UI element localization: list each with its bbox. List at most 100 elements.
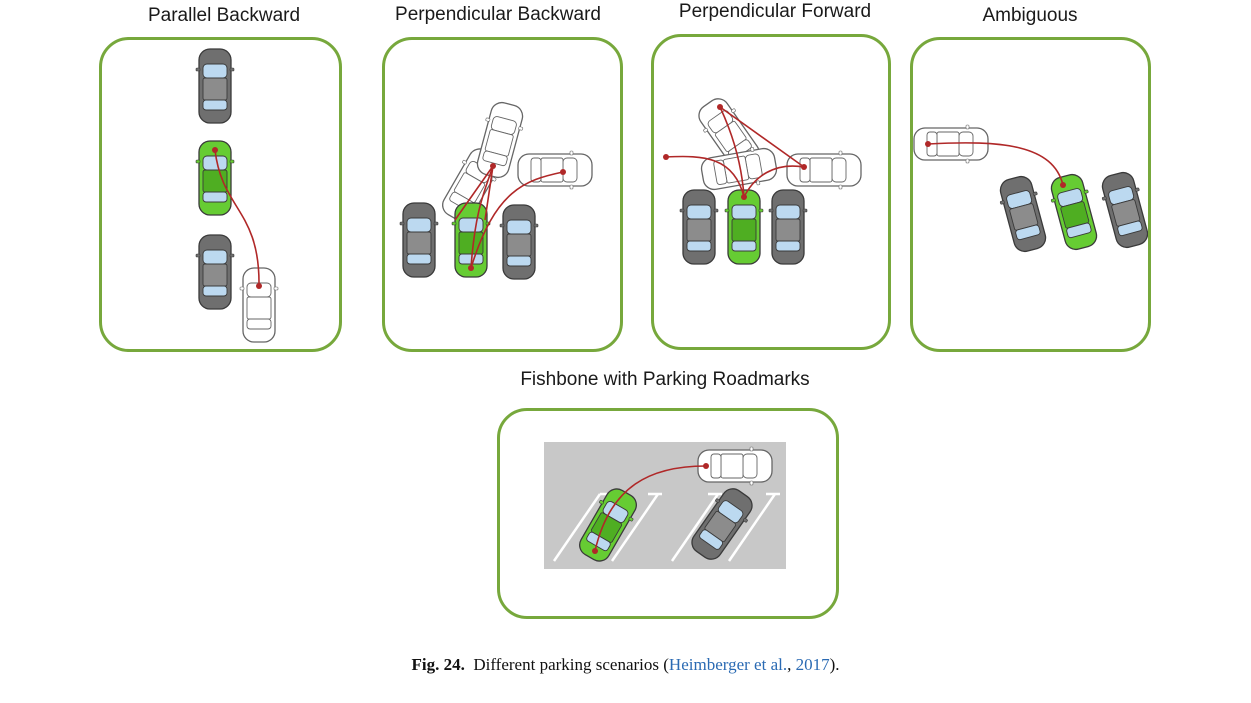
- car-mirror: [1032, 191, 1038, 196]
- trajectory-end: [1060, 182, 1066, 188]
- trajectory-end: [468, 265, 474, 271]
- car-mirror: [485, 117, 491, 122]
- car-mirror: [724, 208, 730, 213]
- panel-fishbone: [497, 408, 839, 619]
- car-windshield: [506, 219, 532, 235]
- car-mirror: [195, 253, 201, 258]
- car-mirror: [1101, 196, 1107, 201]
- car-mirror: [679, 208, 685, 213]
- car-roof: [406, 231, 432, 255]
- panel-perpendicular-backward: [382, 37, 623, 352]
- car-windshield: [202, 155, 228, 171]
- car-mirror: [533, 223, 539, 228]
- car-rear-window: [731, 240, 757, 252]
- scene-ambiguous: [913, 124, 1148, 253]
- car-mirror: [518, 126, 524, 131]
- car-roof: [202, 263, 228, 287]
- car-mirror: [715, 498, 720, 504]
- parked-car: [195, 48, 235, 124]
- car-mirror: [838, 184, 843, 190]
- panel-perpendicular-forward: [651, 34, 891, 350]
- car-roof: [540, 157, 564, 183]
- car-roof: [506, 233, 532, 257]
- car-mirror: [195, 67, 201, 72]
- car-windshield: [775, 204, 801, 220]
- trajectory-point: [703, 463, 709, 469]
- scene-parallel-backward: [195, 48, 279, 343]
- car-mirror: [1134, 187, 1140, 192]
- trajectory-start: [256, 283, 262, 289]
- trajectory-end: [741, 194, 747, 200]
- citation-year-link[interactable]: 2017: [795, 655, 830, 674]
- car-mirror: [965, 158, 970, 164]
- trajectory: [719, 106, 745, 198]
- scene-perpendicular-forward: [663, 98, 862, 265]
- parking-roadmarks: [552, 492, 780, 562]
- panel-title-fishbone: Fishbone with Parking Roadmarks: [520, 369, 810, 390]
- car-roof: [809, 157, 833, 183]
- car-mirror: [750, 147, 755, 152]
- car-rear-window: [775, 240, 801, 252]
- parked-car: [1101, 171, 1148, 249]
- car-mirror: [749, 480, 754, 486]
- panel-title-ambiguous: Ambiguous: [982, 5, 1078, 26]
- trajectory: [594, 465, 707, 552]
- car-windshield: [202, 249, 228, 265]
- trajectory-point: [490, 163, 496, 169]
- car-rear-window: [799, 157, 811, 183]
- trajectory: [214, 149, 260, 287]
- trajectory-point: [717, 104, 723, 110]
- car-mirror: [499, 223, 505, 228]
- ego-car: [1050, 173, 1098, 251]
- ghost-car: [517, 150, 593, 190]
- scene-perpendicular-backward: [399, 101, 593, 280]
- car-mirror: [462, 159, 467, 165]
- trajectory-point: [560, 169, 566, 175]
- car-mirror: [999, 200, 1005, 205]
- car-mirror: [229, 67, 235, 72]
- caption-sep: ,: [787, 655, 796, 674]
- car-roof: [246, 296, 272, 320]
- car-mirror: [731, 108, 736, 114]
- car-mirror: [229, 159, 235, 164]
- caption-end: ).: [829, 655, 840, 674]
- trajectory-end: [212, 147, 218, 153]
- car-roof: [202, 77, 228, 101]
- panel-parallel-backward: [99, 37, 342, 352]
- car-mirror: [491, 176, 497, 182]
- car-roof: [686, 218, 712, 242]
- trajectory: [927, 142, 1064, 186]
- car-rear-window: [506, 255, 532, 267]
- car-rear-window: [406, 253, 432, 265]
- car-mirror: [273, 286, 279, 291]
- car-mirror: [239, 286, 245, 291]
- car-mirror: [965, 124, 970, 130]
- ego-car: [195, 140, 235, 216]
- car-windshield: [742, 453, 758, 479]
- car-rear-window: [686, 240, 712, 252]
- trajectory-point: [663, 154, 669, 160]
- car-mirror: [569, 150, 574, 156]
- car-mirror: [742, 517, 748, 523]
- parked-car: [679, 189, 719, 265]
- car-mirror: [713, 208, 719, 213]
- figure-caption: Fig. 24. Different parking scenarios (He…: [0, 655, 1251, 675]
- ghost-car: [239, 267, 279, 343]
- trajectory-point: [925, 141, 931, 147]
- trajectory: [470, 165, 494, 269]
- car-mirror: [195, 159, 201, 164]
- citation-authors-link[interactable]: Heimberger et al.: [668, 655, 788, 674]
- car-windshield: [731, 204, 757, 220]
- car-mirror: [768, 208, 774, 213]
- car-roof: [775, 218, 801, 242]
- ghost-car: [697, 446, 773, 486]
- parked-car: [999, 175, 1047, 253]
- parked-car: [691, 488, 753, 560]
- car-rear-window: [710, 453, 722, 479]
- trajectory: [484, 165, 494, 221]
- car-mirror: [599, 499, 604, 505]
- scene-fishbone: [544, 442, 786, 569]
- car-mirror: [451, 221, 457, 226]
- car-windshield: [686, 204, 712, 220]
- car-rear-window: [246, 318, 272, 330]
